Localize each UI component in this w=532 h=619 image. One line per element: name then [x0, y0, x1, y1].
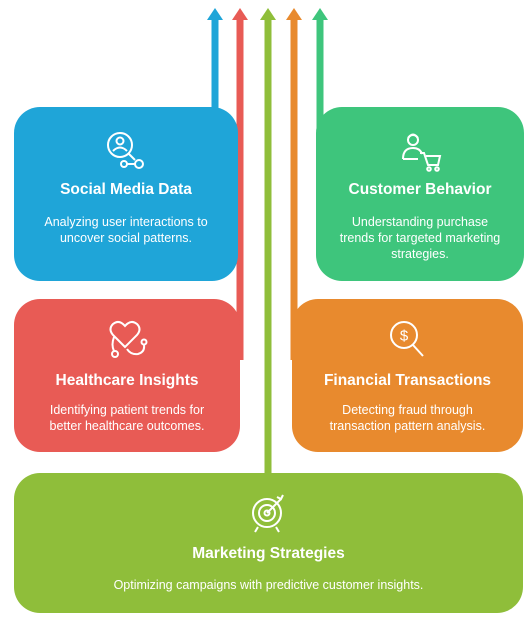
- card-title: Marketing Strategies: [192, 545, 345, 562]
- heart-stethoscope-icon: [109, 320, 148, 358]
- card-title: Healthcare Insights: [55, 372, 199, 389]
- arrowhead-orange: [286, 8, 302, 20]
- card-description: Detecting fraud through transaction patt…: [329, 403, 486, 433]
- card-healthcare-insights: Healthcare Insights Identifying patient …: [14, 299, 240, 452]
- dollar-magnifier-icon: $: [389, 321, 424, 357]
- arrowhead-red: [232, 8, 248, 20]
- target-arrow-icon: [251, 494, 284, 533]
- card-financial-transactions: $ Financial Transactions Detecting fraud…: [292, 299, 523, 452]
- card-description: Analyzing user interactions to uncover s…: [44, 215, 208, 245]
- arrowhead-blue: [207, 8, 223, 20]
- card-title: Social Media Data: [60, 181, 192, 198]
- card-customer-behavior: Customer Behavior Understanding purchase…: [316, 107, 524, 281]
- card-description: Identifying patient trends for better he…: [49, 403, 205, 433]
- card-description: Optimizing campaigns with predictive cus…: [113, 578, 424, 592]
- arrowhead-green: [312, 8, 328, 20]
- card-description: Understanding purchase trends for target…: [339, 215, 501, 261]
- user-network-icon: [107, 132, 144, 169]
- shopper-cart-icon: [402, 133, 442, 172]
- svg-text:$: $: [399, 328, 408, 345]
- card-marketing-strategies: Marketing Strategies Optimizing campaign…: [14, 473, 523, 613]
- card-title: Customer Behavior: [348, 181, 492, 198]
- card-title: Financial Transactions: [323, 372, 492, 389]
- arrowhead-lime: [260, 8, 276, 20]
- card-social-media-data: Social Media Data Analyzing user interac…: [14, 107, 238, 281]
